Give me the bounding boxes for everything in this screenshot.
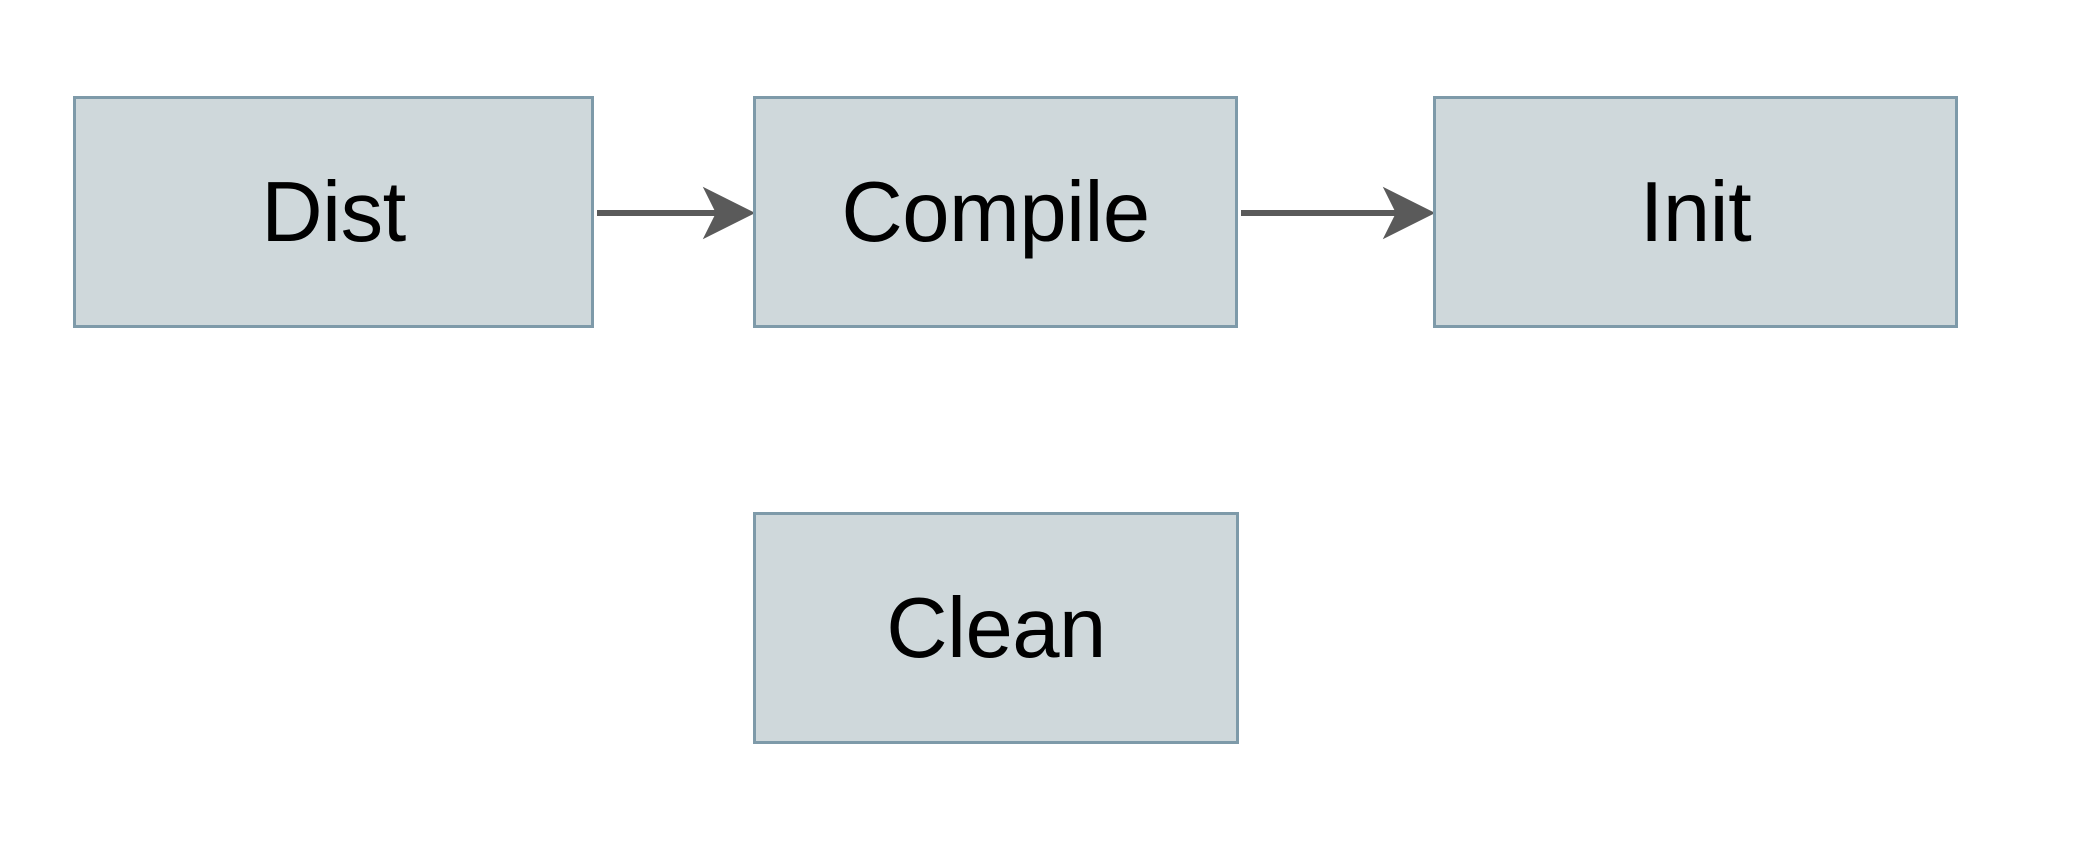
- diagram-node-compile[interactable]: Compile: [753, 96, 1238, 328]
- arrowhead-icon: [702, 186, 756, 240]
- arrowhead-icon: [1382, 186, 1436, 240]
- diagram-node-dist[interactable]: Dist: [73, 96, 594, 328]
- diagram-node-label: Clean: [886, 580, 1106, 676]
- edge-compile-to-init[interactable]: [1241, 186, 1436, 240]
- diagram-node-init[interactable]: Init: [1433, 96, 1958, 328]
- edge-dist-to-compile[interactable]: [597, 186, 756, 240]
- diagram-node-label: Init: [1639, 164, 1752, 260]
- diagram-node-label: Compile: [841, 164, 1150, 260]
- diagram-node-label: Dist: [261, 164, 406, 260]
- diagram-node-clean[interactable]: Clean: [753, 512, 1239, 744]
